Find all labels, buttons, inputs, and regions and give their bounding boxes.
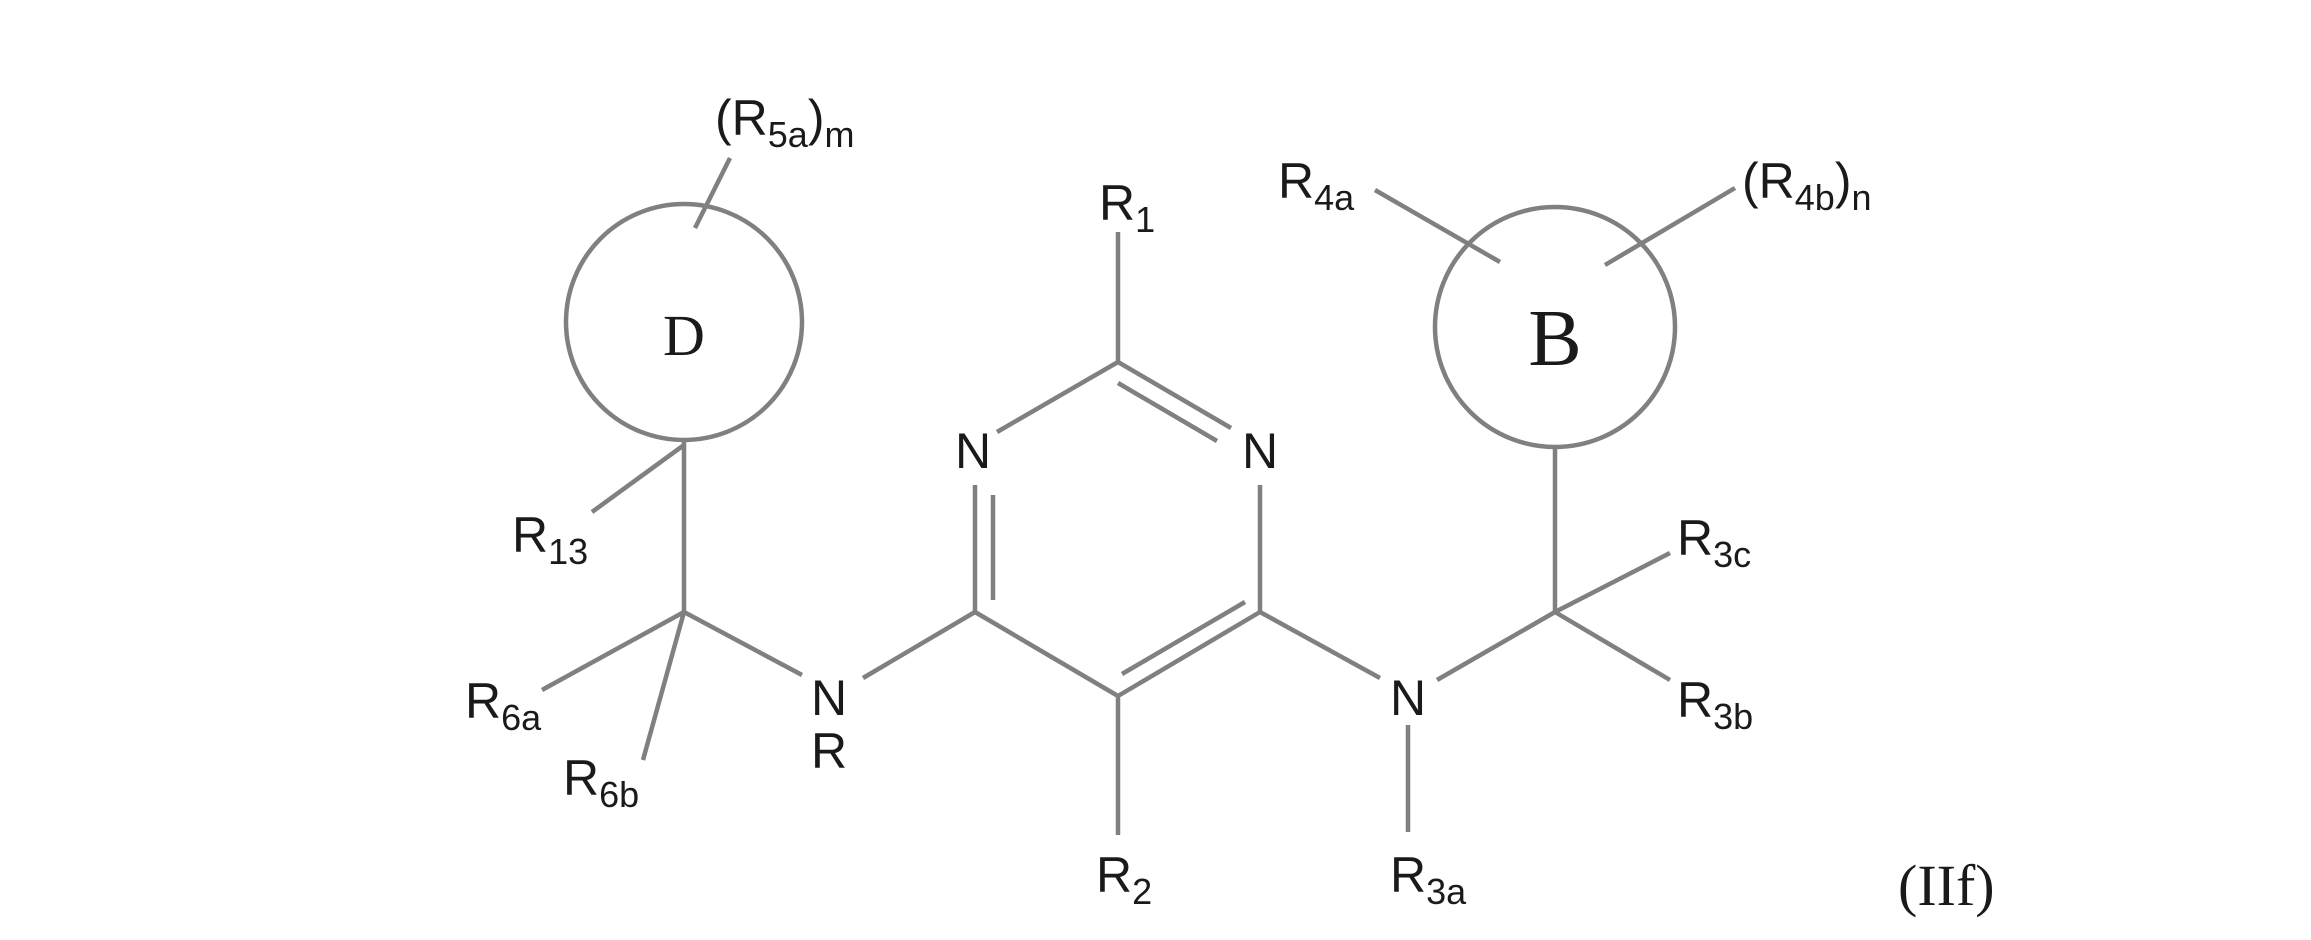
bond-c4-n <box>1260 612 1380 678</box>
atom-n3: N <box>1242 423 1278 479</box>
atom-nh: N <box>811 670 847 726</box>
ring-b-label: B <box>1528 295 1581 383</box>
bond-c-r6a <box>542 612 684 690</box>
bond-c6-c5 <box>975 612 1118 696</box>
bond-ring-d-r5a <box>695 158 730 228</box>
bond-ring-b-r4a <box>1375 190 1500 262</box>
label-r3a: R3a <box>1390 847 1467 912</box>
label-r4a: R4a <box>1278 153 1355 218</box>
label-r6a: R6a <box>465 673 542 738</box>
ring-d: D <box>566 204 802 440</box>
bond-c-r3c <box>1555 553 1670 612</box>
formula-label: (IIf) <box>1898 853 1995 918</box>
atom-nh-substituent: R <box>811 723 847 779</box>
label-r6b: R6b <box>563 750 639 815</box>
bond-c-r3b <box>1555 612 1670 680</box>
substituent-labels: R1 R2 R3a R3b R3c R4a (R4b)n (R5a)m R6a … <box>465 90 1872 912</box>
label-r3c: R3c <box>1677 510 1751 575</box>
ring-d-label: D <box>663 303 705 368</box>
bond-c-r6b <box>643 612 684 760</box>
bonds <box>542 158 1735 835</box>
atom-n-right: N <box>1390 670 1426 726</box>
label-r5a: (R5a)m <box>715 90 854 155</box>
bond-c6-nh <box>863 612 975 678</box>
bond-ring-d-r13 <box>592 445 684 512</box>
label-r4b: (R4b)n <box>1742 153 1872 218</box>
label-r1: R1 <box>1099 175 1155 240</box>
label-r2: R2 <box>1096 847 1152 912</box>
atom-n1: N <box>955 423 991 479</box>
bond-nh-c <box>684 612 802 675</box>
bond-c5-c4-inner <box>1122 602 1245 674</box>
bond-c2-n1 <box>997 362 1118 432</box>
bond-n-c <box>1437 612 1555 680</box>
bond-c5-c4 <box>1118 612 1260 696</box>
label-r3b: R3b <box>1677 672 1753 737</box>
label-r13: R13 <box>512 507 588 572</box>
